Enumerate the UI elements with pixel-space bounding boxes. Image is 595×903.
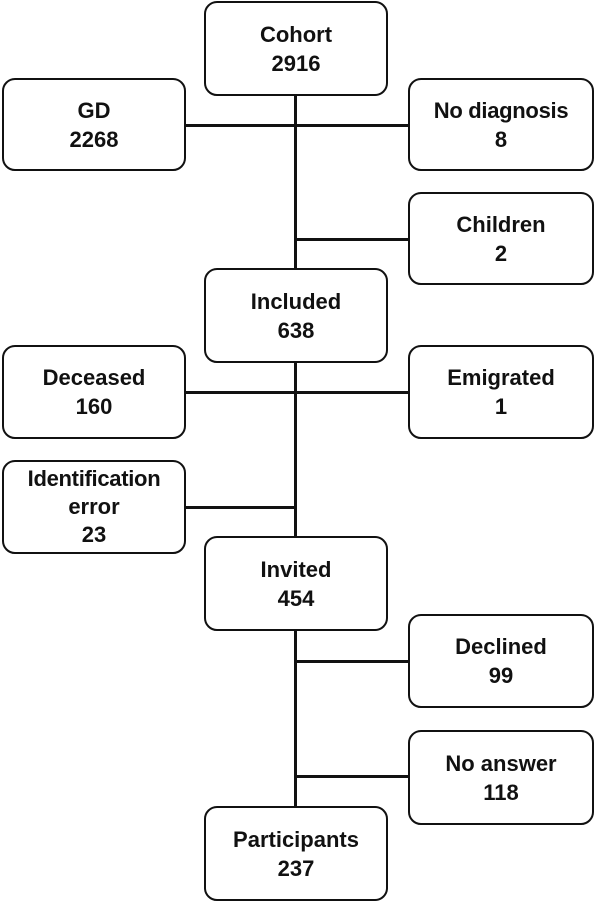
connector-deceased-emigrated [186,391,410,394]
no-answer-count: 118 [483,779,519,805]
invited-box: Invited 454 [204,536,388,631]
gd-count: 2268 [69,126,119,152]
cohort-count: 2916 [271,50,321,76]
connector-identification-error [186,506,296,509]
participants-label: Participants [233,826,359,852]
connector-children [294,238,410,241]
declined-count: 99 [488,663,514,688]
children-box: Children 2 [408,192,594,285]
deceased-box: Deceased 160 [2,345,186,439]
connector-declined [294,660,410,663]
participants-count: 237 [277,855,315,881]
no-diagnosis-box: No diagnosis 8 [408,78,594,171]
deceased-label: Deceased [42,365,146,390]
emigrated-box: Emigrated 1 [408,345,594,439]
included-label: Included [250,288,342,314]
invited-count: 454 [277,585,315,611]
declined-label: Declined [455,634,547,659]
main-spine-connector [294,96,297,816]
no-diagnosis-count: 8 [494,126,508,152]
declined-box: Declined 99 [408,614,594,708]
children-label: Children [456,211,546,237]
no-answer-box: No answer 118 [408,730,594,825]
cohort-box: Cohort 2916 [204,1,388,96]
gd-label: GD [77,97,111,123]
connector-gd-no-diagnosis [186,124,410,127]
no-diagnosis-label: No diagnosis [433,97,569,123]
children-count: 2 [494,240,508,266]
gd-box: GD 2268 [2,78,186,171]
cohort-label: Cohort [259,21,333,47]
included-box: Included 638 [204,268,388,363]
participants-box: Participants 237 [204,806,388,901]
invited-label: Invited [260,556,332,582]
identification-error-label-line1: Identification [27,466,161,491]
deceased-count: 160 [75,394,113,419]
connector-no-answer [294,775,410,778]
identification-error-box: Identification error 23 [2,460,186,554]
identification-error-label-line2: error [68,494,120,519]
emigrated-label: Emigrated [447,365,555,390]
no-answer-label: No answer [445,750,557,776]
emigrated-count: 1 [494,394,508,419]
included-count: 638 [277,317,315,343]
identification-error-count: 23 [81,522,107,547]
